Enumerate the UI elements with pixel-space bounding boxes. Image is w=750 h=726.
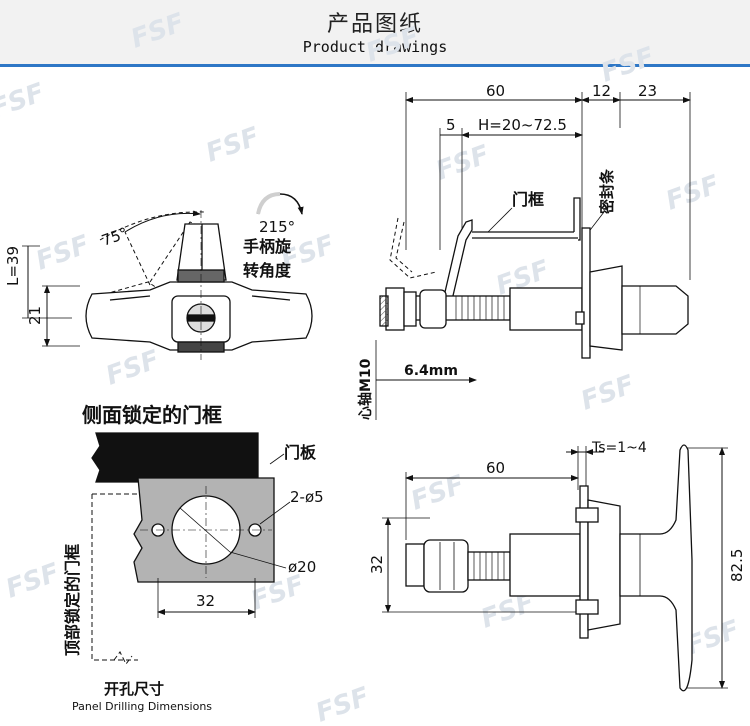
dim-handle-length: 82.5 bbox=[728, 549, 746, 582]
dim-offset: 5 bbox=[446, 116, 456, 134]
angle-label: 75° bbox=[99, 224, 130, 250]
dim-total-length: 60 bbox=[486, 82, 505, 100]
watermark: FSF bbox=[0, 78, 49, 125]
watermark: FSF bbox=[362, 22, 423, 69]
dim-cap-length: 23 bbox=[638, 82, 657, 100]
dim-handle-height: L=39 bbox=[4, 246, 22, 286]
header-bar: 产品图纸 Product drawings bbox=[0, 0, 750, 66]
rotation-value: 215° bbox=[259, 218, 295, 236]
label-center-hole: ø20 bbox=[288, 558, 316, 576]
side-view bbox=[375, 92, 691, 420]
watermark: FSF bbox=[2, 558, 63, 605]
dim-shaft-length: 6.4mm bbox=[404, 363, 458, 379]
watermark: FSF bbox=[577, 370, 638, 417]
label-top-frame: 顶部锁定的门框 bbox=[63, 544, 82, 656]
bottom-view bbox=[382, 444, 728, 692]
rotation-label-line1: 手柄旋 bbox=[243, 237, 292, 256]
watermark: FSF bbox=[202, 122, 263, 169]
label-mount-holes: 2-ø5 bbox=[290, 488, 324, 506]
watermark: FSF bbox=[32, 230, 93, 277]
dim-seal-gap: 12 bbox=[592, 82, 611, 100]
dim-hole-spacing: 32 bbox=[196, 592, 215, 610]
watermark: FSF bbox=[102, 345, 163, 392]
dim-panel-thickness: Ts=1~4 bbox=[591, 440, 647, 456]
front-view bbox=[22, 192, 313, 360]
label-door-frame: 门框 bbox=[512, 190, 544, 209]
dim-adjust-range: H=20~72.5 bbox=[478, 116, 567, 134]
dim-body-height: 32 bbox=[368, 555, 386, 574]
watermark: FSF bbox=[432, 140, 493, 187]
watermark: FSF bbox=[312, 682, 373, 726]
label-door-panel: 门板 bbox=[284, 443, 317, 462]
dim-handle-thickness: 21 bbox=[26, 306, 44, 325]
page-subtitle: Product drawings bbox=[302, 38, 448, 56]
header-accent-rule bbox=[0, 64, 750, 67]
watermark: FSF bbox=[662, 170, 723, 217]
label-seal-strip: 密封条 bbox=[598, 168, 616, 214]
panel-caption-cn: 开孔尺寸 bbox=[104, 680, 164, 698]
watermark: FSF bbox=[127, 8, 188, 55]
watermark: FSF bbox=[407, 470, 468, 517]
panel-caption-en: Panel Drilling Dimensions bbox=[72, 700, 212, 713]
rotation-label-line2: 转角度 bbox=[243, 261, 292, 280]
panel-drilling bbox=[91, 432, 291, 665]
panel-title: 侧面锁定的门框 bbox=[82, 403, 222, 427]
label-shaft: 心轴M10 bbox=[357, 358, 374, 420]
page-title: 产品图纸 bbox=[326, 12, 423, 37]
dim-body-length: 60 bbox=[486, 459, 505, 477]
